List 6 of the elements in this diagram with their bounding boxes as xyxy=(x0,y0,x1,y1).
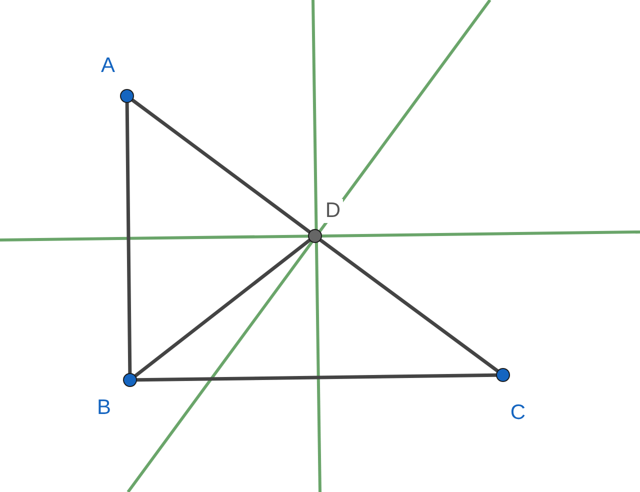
line-segment xyxy=(130,98,312,234)
line-segment xyxy=(318,238,500,373)
line-segment xyxy=(125,101,132,375)
line-segment xyxy=(135,373,498,382)
line-segment xyxy=(134,238,312,378)
point-label: D xyxy=(323,199,343,223)
